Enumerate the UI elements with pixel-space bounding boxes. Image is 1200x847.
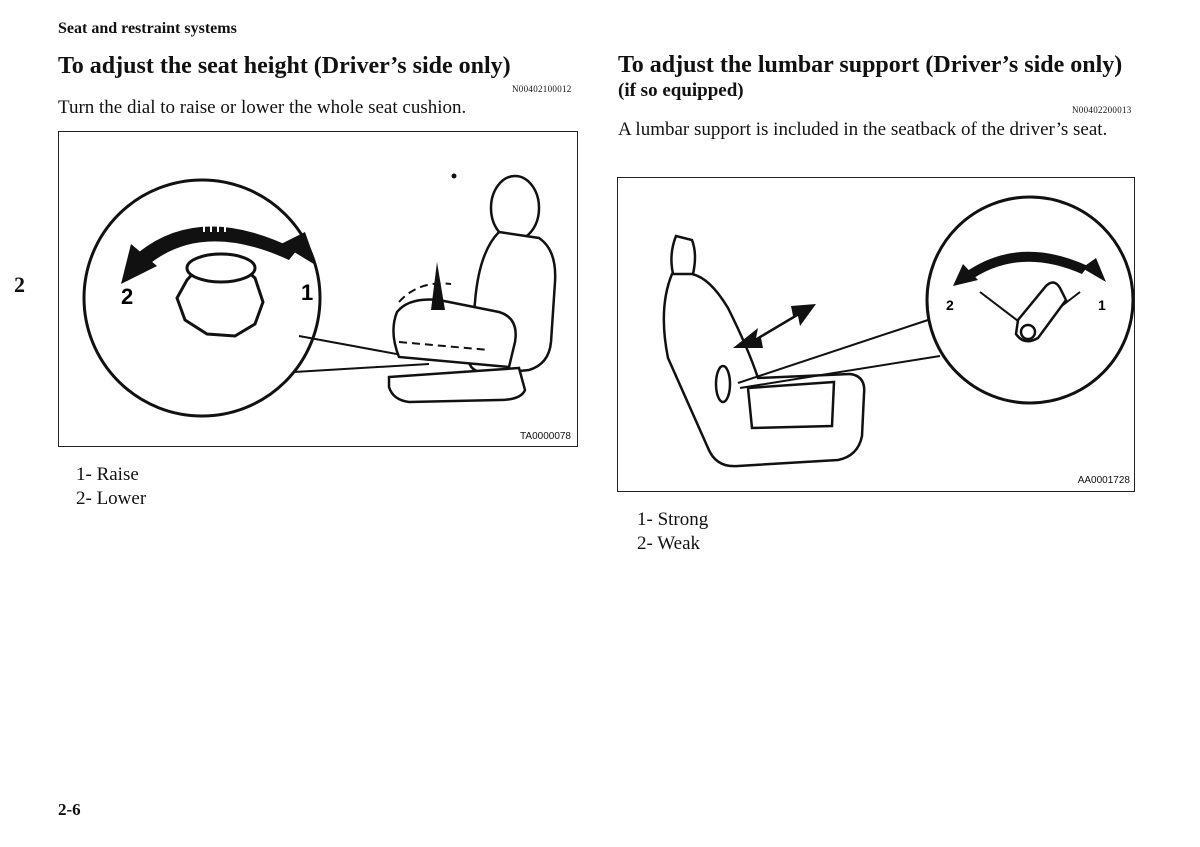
lumbar-arrow-right-icon	[1082, 258, 1106, 282]
seat-height-ref-code: N00402100012	[512, 84, 572, 94]
section-header: Seat and restraint systems	[58, 20, 237, 37]
lumbar-label-2: 2	[946, 297, 954, 313]
seat-height-figure: 2 1 TA0000078	[58, 131, 578, 447]
seat-height-description: Turn the dial to raise or lower the whol…	[58, 97, 467, 118]
lumbar-lever-icon	[714, 364, 732, 404]
page-number: 2-6	[58, 800, 81, 819]
lumbar-ref-code: N00402200013	[1072, 105, 1132, 115]
dial-label-1: 1	[301, 280, 313, 305]
seat-height-illustration: 2 1	[82, 173, 557, 418]
double-arrow-icon	[733, 304, 816, 348]
lumbar-subtitle: (if so equipped)	[618, 80, 744, 101]
figure-code: AA0001728	[1077, 475, 1130, 486]
up-arrow-icon	[431, 262, 445, 310]
lumbar-description: A lumbar support is included in the seat…	[618, 119, 1108, 140]
legend-item-lower: 2- Lower	[76, 488, 147, 509]
seat-height-legend: 1- Raise 2- Lower	[76, 463, 146, 511]
legend-item-raise: 1- Raise	[76, 464, 139, 485]
lumbar-figure: 2 1 AA0001728	[617, 177, 1135, 492]
arrow-head-left-icon	[121, 244, 157, 284]
lumbar-legend: 1- Strong 2- Weak	[637, 508, 708, 556]
legend-item-weak: 2- Weak	[637, 533, 701, 554]
figure-code: TA0000078	[520, 431, 571, 442]
seat-drawing	[387, 174, 557, 404]
dial-label-2: 2	[121, 284, 133, 309]
lumbar-seat-drawing	[662, 234, 866, 468]
lumbar-illustration: 2 1	[662, 195, 1134, 468]
lumbar-title: To adjust the lumbar support (Driver’s s…	[618, 52, 1123, 78]
seat-height-title: To adjust the seat height (Driver’s side…	[58, 53, 511, 79]
legend-item-strong: 1- Strong	[637, 509, 709, 530]
lumbar-rotation-arrow	[963, 251, 1088, 282]
chapter-tab: 2	[14, 272, 25, 297]
arrow-head-right-icon	[281, 232, 317, 266]
lumbar-label-1: 1	[1098, 297, 1106, 313]
lumbar-zoom-circle	[925, 195, 1134, 405]
rotation-arrow	[139, 226, 297, 266]
lumbar-arrow-left-icon	[953, 264, 978, 286]
